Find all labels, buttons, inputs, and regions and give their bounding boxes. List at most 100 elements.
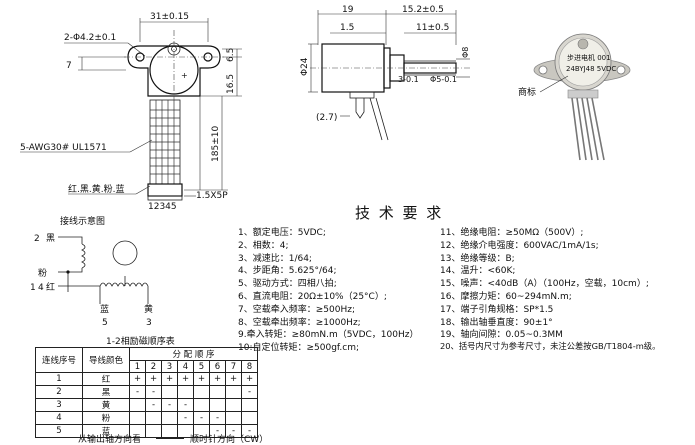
connector-pins: 12345: [148, 202, 177, 212]
wire-colors: 红.黑.黄.粉.蓝: [68, 183, 124, 195]
spec-item: 20、括号内尺寸为参考尺寸，未注公差按GB/T1804-m级。: [440, 341, 661, 352]
spec-item: 5、驱动方式：四相八拍;: [238, 279, 337, 290]
dim-hole: 2-Φ4.2±0.1: [64, 33, 116, 43]
wire-spec: 5-AWG30# UL1571: [20, 143, 107, 153]
wiring-yellow-num: 3: [146, 318, 152, 328]
step-header: 3: [161, 360, 178, 373]
spec-item: 16、摩擦力矩：60~294mN.m;: [440, 291, 572, 302]
row-cell: -: [193, 411, 210, 425]
table-caption: 1-2相励磁顺序表: [106, 337, 175, 347]
brand-label: 商标: [518, 86, 536, 98]
row-cell: +: [193, 372, 210, 386]
dim-2-7: (2.7): [316, 113, 337, 123]
row-cell: [145, 424, 162, 438]
spec-item: 8、空载牵出频率：≥1000Hz;: [238, 317, 361, 328]
step-header: 4: [177, 360, 194, 373]
row-num: 1: [35, 372, 83, 386]
wiring-blue-num: 5: [102, 318, 108, 328]
row-cell: -: [145, 398, 162, 412]
row-cell: [209, 385, 226, 399]
dim-16-5: 16.5: [226, 74, 236, 94]
row-cell: [145, 411, 162, 425]
step-header: 6: [209, 360, 226, 373]
spec-title: 技 术 要 求: [355, 204, 443, 222]
step-header: 1: [129, 360, 146, 373]
wiring-pink-label: 粉: [38, 267, 47, 279]
svg-text:+: +: [181, 71, 188, 80]
dim-phi8: Φ8: [461, 47, 470, 58]
specs-left: 1、额定电压：5VDC; 2、相数：4; 3、减速比：1/64; 4、步距角：5…: [238, 225, 438, 353]
footer-left: 从输出轴方向看: [78, 435, 142, 445]
spec-item: 4、步距角：5.625°/64;: [238, 266, 337, 277]
spec-item: 3、减速比：1/64;: [238, 253, 312, 264]
spec-item: 14、温升：<60K;: [440, 266, 516, 277]
row-num: 5: [35, 424, 83, 438]
motor-photo: 步进电机 001 24BYJ48 5VDC 商标: [518, 33, 631, 161]
row-cell: [225, 385, 242, 399]
row-num: 4: [35, 411, 83, 425]
row-cell: [129, 411, 146, 425]
spec-item: 7、空载牵入频率：≥500Hz;: [238, 304, 355, 315]
row-color: 黄: [82, 398, 130, 412]
dim-185: 185±10: [211, 126, 221, 162]
row-cell: [193, 398, 210, 412]
step-header: 2: [145, 360, 162, 373]
row-cell: [241, 411, 258, 425]
wiring-title: 接线示意图: [60, 215, 105, 227]
wiring-black-num: 2: [34, 234, 40, 244]
row-color: 黑: [82, 385, 130, 399]
spec-item: 12、绝缘介电强度：600VAC/1mA/1s;: [440, 240, 599, 251]
row-cell: +: [145, 372, 162, 386]
row-cell: [161, 385, 178, 399]
row-cell: [177, 385, 194, 399]
row-cell: +: [161, 372, 178, 386]
spec-item: 13、绝缘等级：B;: [440, 253, 515, 264]
row-cell: +: [129, 372, 146, 386]
side-view: 19 15.2±0.5 1.5 11±0.5 Φ24 3-0.1 Φ5-0.1 …: [300, 5, 470, 141]
row-color: 蓝: [82, 424, 130, 438]
front-view: 31±0.15 2-Φ4.2±0.1 + 7 6.5 16.5: [20, 12, 242, 212]
row-cell: -: [177, 398, 194, 412]
wiring-diagram: 接线示意图 2 黑 粉 4 红 1 蓝 5 黄 3: [30, 215, 153, 328]
spec-item: 9.牵入转矩：≥80mN.m（5VDC，100Hz）: [238, 330, 419, 341]
photo-label-line1: 步进电机 001: [567, 53, 611, 62]
specs-right: 11、绝缘电阻：≥50MΩ（500V）; 12、绝缘介电强度：600VAC/1m…: [440, 225, 690, 353]
dim-1-5: 1.5: [340, 23, 354, 33]
step-header: 8: [241, 360, 258, 373]
row-cell: +: [209, 372, 226, 386]
wiring-yellow-label: 黄: [144, 303, 153, 315]
spec-item: 11、绝缘电阻：≥50MΩ（500V）;: [440, 228, 584, 238]
dim-11: 11±0.5: [416, 23, 449, 33]
step-header: 7: [225, 360, 242, 373]
col-color: 导线颜色: [82, 347, 130, 373]
row-cell: [161, 424, 178, 438]
col-seq: 连线序号: [35, 347, 83, 373]
row-cell: -: [145, 385, 162, 399]
row-cell: -: [209, 411, 226, 425]
spec-item: 18、输出轴垂直度：90±1°: [440, 317, 553, 328]
spec-item: 19、轴向间隙：0.05~0.3MM: [440, 330, 563, 341]
row-cell: [161, 411, 178, 425]
row-cell: [129, 398, 146, 412]
footer-right: 顺时针方向（CW）: [190, 435, 269, 445]
spec-item: 15、噪声：<40dB（A）（100Hz，空载，10cm）;: [440, 279, 649, 290]
row-color: 红: [82, 372, 130, 386]
row-cell: [225, 398, 242, 412]
row-color: 粉: [82, 411, 130, 425]
wiring-red-label: 红: [46, 281, 55, 293]
row-num: 3: [35, 398, 83, 412]
row-cell: -: [177, 411, 194, 425]
dim-6-5: 6.5: [226, 48, 236, 62]
col-dist: 分 配 顺 序: [129, 347, 258, 361]
row-cell: [225, 411, 242, 425]
step-header: 5: [193, 360, 210, 373]
spec-item: 6、直流电阻：20Ω±10%（25°C）;: [238, 291, 387, 302]
dim-phi24: Φ24: [300, 57, 310, 76]
wiring-blue-label: 蓝: [100, 303, 109, 315]
